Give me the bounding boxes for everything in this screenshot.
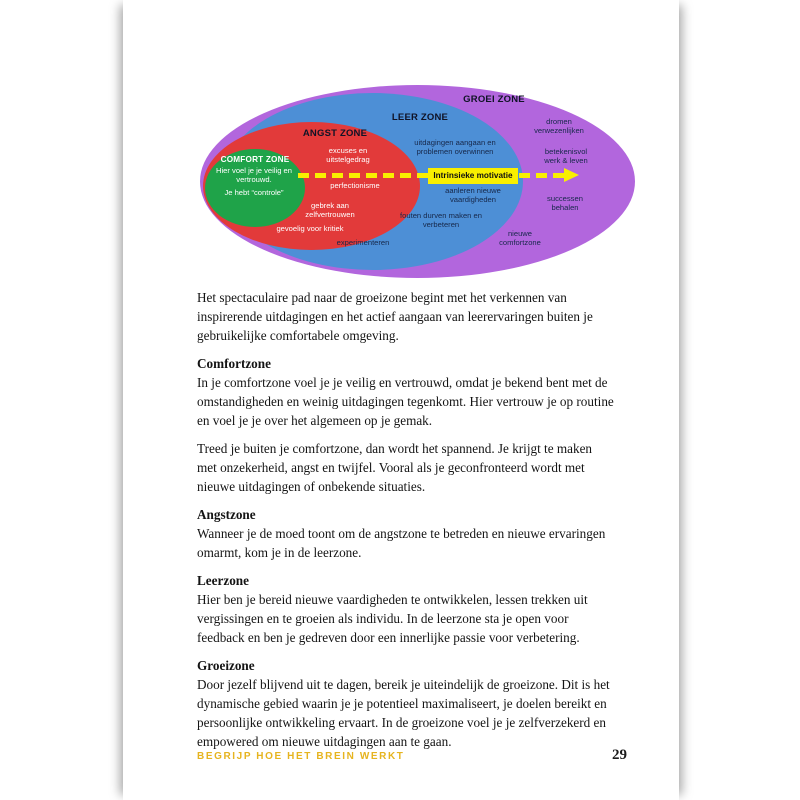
angst-zone-item: gevoelig voor kritiek (276, 224, 344, 233)
angst-zone-title: ANGST ZONE (302, 128, 368, 139)
angst-zone-item: excuses en uitstelgedrag (326, 146, 370, 164)
leer-zone-item: fouten durven maken en verbeteren (400, 211, 482, 229)
groei-zone-item: betekenisvol werk & leven (544, 147, 588, 165)
intro-paragraph: Het spectaculaire pad naar de groeizone … (197, 290, 593, 343)
section-paragraph: Treed je buiten je comfortzone, dan word… (197, 441, 593, 494)
section-heading-leerzone: Leerzone (197, 573, 249, 588)
leer-zone-item: experimenteren (336, 238, 390, 247)
footer-title: BEGRIJP HOE HET BREIN WERKT (197, 751, 405, 762)
section-paragraph: In je comfortzone voel je je veilig en v… (197, 375, 614, 428)
groei-zone-title: GROEI ZONE (463, 94, 525, 105)
leer-zone-item: uitdagingen aangaan en problemen overwin… (414, 138, 496, 156)
section-paragraph: Wanneer je de moed toont om de angstzone… (197, 526, 606, 560)
page-body: Het spectaculaire pad naar de groeizone … (197, 288, 615, 760)
groei-zone-item: dromen verwezenlijken (534, 117, 584, 135)
angst-zone-item: gebrek aan zelfvertrouwen (305, 201, 355, 219)
section-paragraph: Door jezelf blijvend uit te dagen, berei… (197, 677, 610, 749)
comfort-zone-ellipse (205, 149, 305, 227)
intrinsic-motivation-box: Intrinsieke motivatie (428, 168, 518, 184)
groei-zone-item: successen behalen (547, 194, 583, 212)
section-heading-comfortzone: Comfortzone (197, 356, 271, 371)
leer-zone-title: LEER ZONE (391, 112, 449, 123)
motivation-arrow-head-icon (564, 168, 579, 182)
comfort-zone-text: Hier voel je je veilig en vertrouwd. (216, 166, 292, 184)
comfort-zone-title: COMFORT ZONE (220, 155, 290, 164)
page-footer: BEGRIJP HOE HET BREIN WERKT 29 (197, 747, 627, 764)
comfort-zone-text: Je hebt “controle” (224, 188, 284, 197)
leer-zone-item: nieuwe comfortzone (499, 229, 541, 247)
document-page: Intrinsieke motivatie GROEI ZONE LEER ZO… (123, 0, 679, 800)
angst-zone-item: perfectionisme (330, 181, 380, 190)
growth-zones-diagram: Intrinsieke motivatie GROEI ZONE LEER ZO… (200, 85, 635, 278)
section-heading-angstzone: Angstzone (197, 507, 256, 522)
section-heading-groeizone: Groeizone (197, 658, 255, 673)
leer-zone-item: aanleren nieuwe vaardigheden (445, 186, 501, 204)
page-number: 29 (612, 747, 627, 763)
section-paragraph: Hier ben je bereid nieuwe vaardigheden t… (197, 592, 588, 645)
